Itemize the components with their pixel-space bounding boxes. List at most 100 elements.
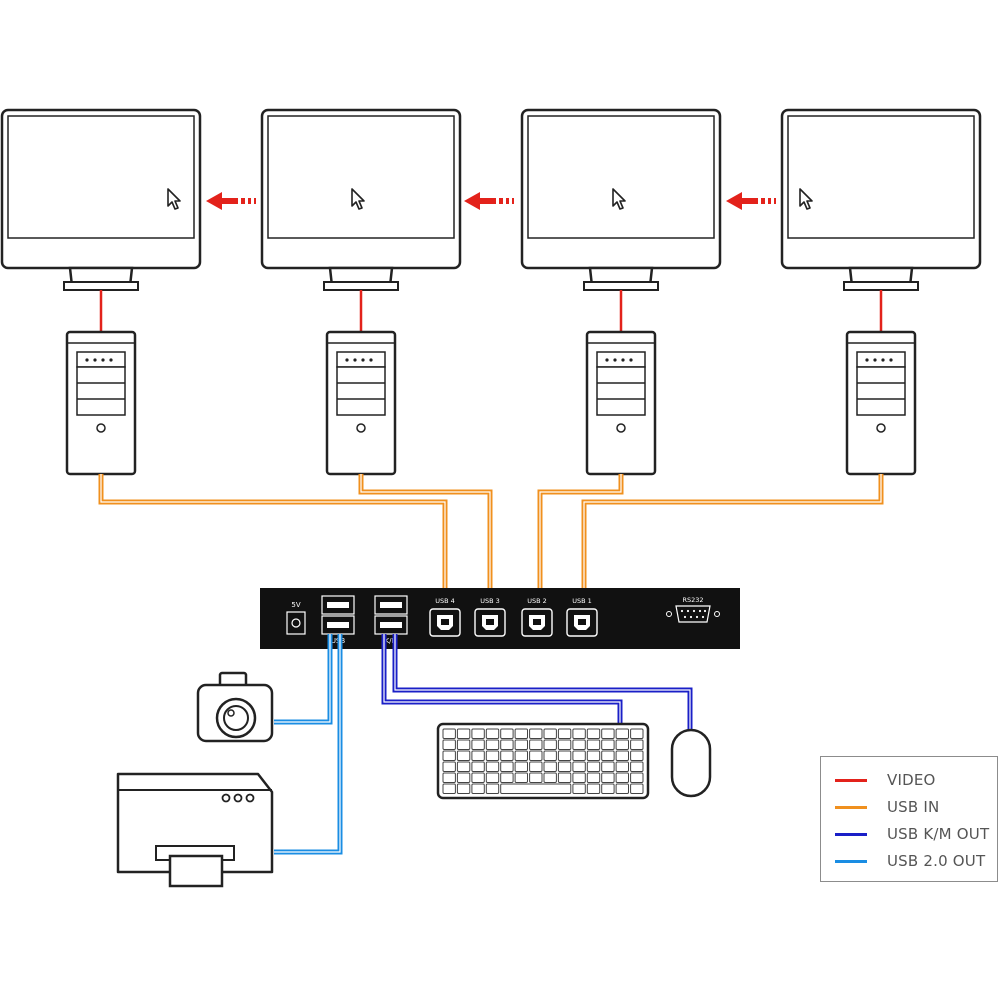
- computer-tower-1: [65, 330, 137, 476]
- keyboard-key: [500, 739, 514, 750]
- monitor-4: [780, 108, 982, 291]
- cursor-arrow-left-1: [206, 192, 256, 210]
- keyboard-key: [514, 739, 528, 750]
- legend-swatch: [835, 859, 867, 863]
- rs232-port: RS232: [666, 596, 720, 623]
- keyboard-key: [586, 772, 601, 783]
- usb-port-label: USB 1: [572, 597, 592, 605]
- usb-port-4: USB 4: [429, 597, 461, 637]
- power-jack: [286, 611, 306, 635]
- keyboard-key: [543, 739, 557, 750]
- legend-swatch: [835, 805, 867, 809]
- keyboard-key: [630, 772, 644, 783]
- legend-item-usb20-out: USB 2.0 OUT: [835, 849, 985, 873]
- usb-km-out-cables: [381, 634, 693, 732]
- keyboard-key: [471, 761, 485, 772]
- keyboard-key: [557, 761, 572, 772]
- keyboard-key: [615, 783, 629, 794]
- keyboard-key: [630, 739, 644, 750]
- keyboard-key: [500, 783, 572, 794]
- keyboard-key: [442, 739, 456, 750]
- keyboard-key: [601, 761, 615, 772]
- legend-swatch: [835, 778, 867, 782]
- keyboard-key: [572, 761, 586, 772]
- keyboard-key: [543, 772, 557, 783]
- monitor-3: [520, 108, 722, 291]
- keyboard-key: [529, 772, 543, 783]
- keyboard-key: [615, 750, 629, 761]
- keyboard-key: [529, 761, 543, 772]
- keyboard-key: [514, 761, 528, 772]
- keyboard-key: [557, 728, 572, 739]
- keyboard-key: [485, 772, 500, 783]
- keyboard-key: [485, 761, 500, 772]
- computer-tower-3: [585, 330, 657, 476]
- usb-port-label: USB 2: [527, 597, 547, 605]
- legend-item-video: VIDEO: [835, 768, 936, 792]
- keyboard-key: [586, 761, 601, 772]
- keyboard-key: [485, 750, 500, 761]
- usb-port-label: USB 4: [435, 597, 455, 605]
- keyboard-key: [586, 750, 601, 761]
- keyboard-key: [442, 772, 456, 783]
- keyboard-key: [456, 761, 471, 772]
- computer-tower-4: [845, 330, 917, 476]
- keyboard-key: [500, 728, 514, 739]
- legend-item-usb-km-out: USB K/M OUT: [835, 822, 989, 846]
- keyboard-key: [630, 750, 644, 761]
- keyboard-key: [456, 783, 471, 794]
- keyboard-key: [572, 783, 586, 794]
- usb-port-3: USB 3: [474, 597, 506, 637]
- keyboard-key: [471, 750, 485, 761]
- keyboard-key: [471, 739, 485, 750]
- keyboard-key: [529, 739, 543, 750]
- keyboard-key: [557, 772, 572, 783]
- keyboard-key: [572, 739, 586, 750]
- keyboard-key: [500, 750, 514, 761]
- keyboard-key: [442, 750, 456, 761]
- legend: VIDEO USB IN USB K/M OUT USB 2.0 OUT: [820, 756, 998, 882]
- keyboard-key: [543, 761, 557, 772]
- keyboard-key: [572, 728, 586, 739]
- usb-port-2: USB 2: [521, 597, 553, 637]
- keyboard-key: [485, 783, 500, 794]
- legend-label: VIDEO: [887, 771, 936, 789]
- keyboard-key: [485, 728, 500, 739]
- printer-icon: [116, 772, 274, 888]
- keyboard-key: [586, 728, 601, 739]
- keyboard-key: [601, 772, 615, 783]
- keyboard-key: [442, 783, 456, 794]
- usb-in-cables: [98, 474, 884, 612]
- monitor-1: [0, 108, 202, 291]
- usb-hub-ports: USB: [321, 595, 355, 645]
- legend-swatch: [835, 832, 867, 836]
- usb-port-label: USB 3: [480, 597, 500, 605]
- keyboard-key: [442, 761, 456, 772]
- computer-tower-2: [325, 330, 397, 476]
- km-label: K/M: [385, 637, 398, 645]
- keyboard-icon: [436, 722, 650, 800]
- keyboard-key: [543, 728, 557, 739]
- keyboard-key: [630, 728, 644, 739]
- keyboard-key: [601, 739, 615, 750]
- keyboard-key: [456, 728, 471, 739]
- video-cables: [99, 290, 883, 332]
- keyboard-key: [456, 772, 471, 783]
- keyboard-key: [442, 728, 456, 739]
- keyboard-key: [601, 783, 615, 794]
- keyboard-key: [471, 728, 485, 739]
- cursor-arrow-left-2: [464, 192, 514, 210]
- keyboard-key: [500, 772, 514, 783]
- keyboard-key: [586, 739, 601, 750]
- mouse-icon: [670, 728, 712, 798]
- keyboard-key: [543, 750, 557, 761]
- keyboard-key: [514, 750, 528, 761]
- keyboard-key: [500, 761, 514, 772]
- keyboard-key: [557, 750, 572, 761]
- keyboard-key: [485, 739, 500, 750]
- keyboard-key: [456, 750, 471, 761]
- keyboard-key: [586, 783, 601, 794]
- keyboard-key: [630, 761, 644, 772]
- keyboard-key: [514, 728, 528, 739]
